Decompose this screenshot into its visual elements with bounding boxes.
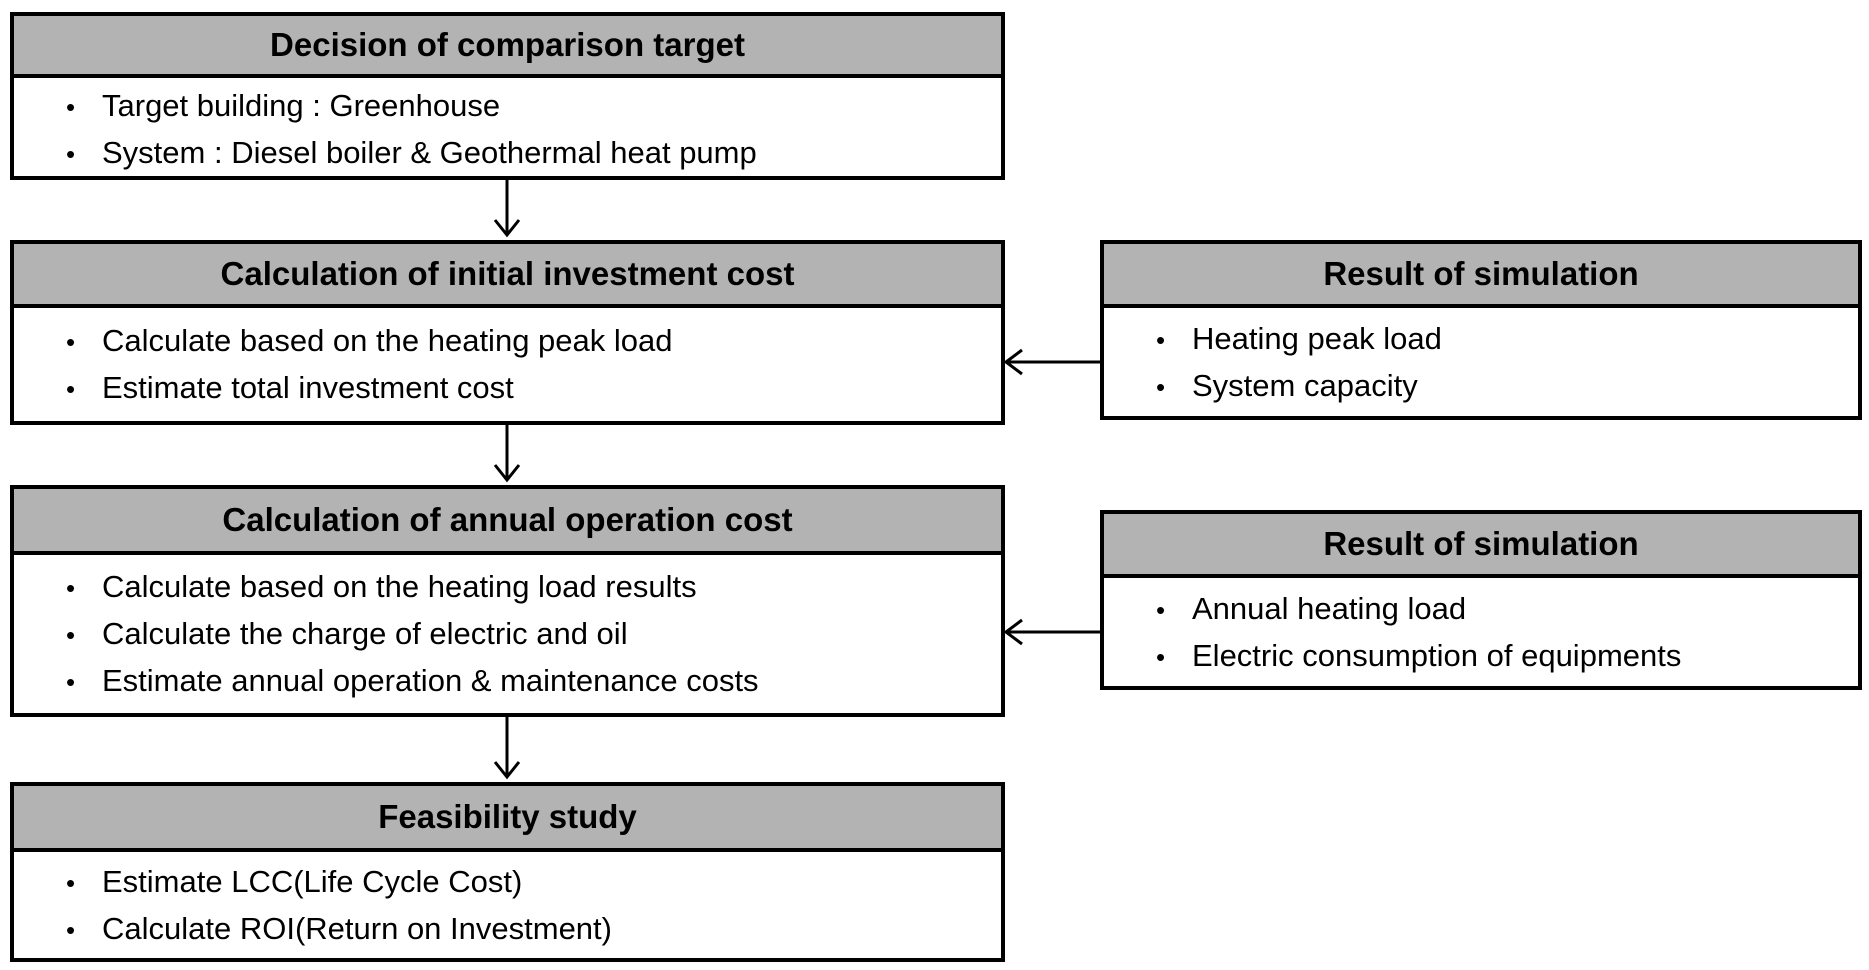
- box-result-2-title: Result of simulation: [1323, 525, 1639, 562]
- list-item: • Calculate based on the heating peak lo…: [66, 321, 981, 361]
- bullet-icon: •: [66, 374, 76, 404]
- box-initial-investment-body: • Calculate based on the heating peak lo…: [14, 308, 1001, 421]
- left-arrow-icon: [1003, 348, 1100, 376]
- list-item: • Estimate total investment cost: [66, 368, 981, 408]
- bullet-text: Target building : Greenhouse: [102, 88, 501, 123]
- bullet-icon: •: [66, 138, 76, 169]
- box-annual-operation-cost: Calculation of annual operation cost • C…: [10, 485, 1005, 717]
- box-feasibility-header: Feasibility study: [14, 786, 1001, 852]
- bullet-icon: •: [1156, 324, 1166, 355]
- box-decision-body: • Target building : Greenhouse • System …: [14, 78, 1001, 180]
- box-annual-operation-body: • Calculate based on the heating load re…: [14, 555, 1001, 713]
- bullet-text: Calculate based on the heating peak load: [102, 323, 673, 359]
- bullet-icon: •: [66, 92, 76, 122]
- bullet-icon: •: [1156, 371, 1166, 402]
- box-feasibility-study: Feasibility study • Estimate LCC(Life Cy…: [10, 782, 1005, 962]
- bullet-text: Heating peak load: [1192, 320, 1442, 356]
- box-result-of-simulation-1: Result of simulation • Heating peak load…: [1100, 240, 1862, 420]
- list-item: • Heating peak load: [1156, 319, 1838, 359]
- list-item: • Target building : Greenhouse: [66, 86, 981, 126]
- box-decision-header: Decision of comparison target: [14, 16, 1001, 78]
- list-item: • Electric consumption of equipments: [1156, 636, 1838, 676]
- bullet-icon: •: [1156, 641, 1166, 672]
- box-decision-of-comparison-target: Decision of comparison target • Target b…: [10, 12, 1005, 180]
- bullet-text: System capacity: [1192, 367, 1418, 403]
- left-arrow-icon: [1003, 618, 1100, 646]
- bullet-text: System : Diesel boiler & Geothermal heat…: [102, 134, 757, 170]
- list-item: • Estimate LCC(Life Cycle Cost): [66, 862, 981, 902]
- box-decision-title: Decision of comparison target: [270, 26, 745, 63]
- list-item: • System : Diesel boiler & Geothermal he…: [66, 133, 981, 173]
- box-feasibility-body: • Estimate LCC(Life Cycle Cost) • Calcul…: [14, 852, 1001, 958]
- box-feasibility-title: Feasibility study: [378, 798, 637, 835]
- list-item: • Annual heating load: [1156, 589, 1838, 629]
- bullet-text: Calculate based on the heating load resu…: [102, 569, 697, 605]
- box-result-of-simulation-2: Result of simulation • Annual heating lo…: [1100, 510, 1862, 690]
- bullet-icon: •: [66, 327, 76, 358]
- list-item: • Estimate annual operation & maintenanc…: [66, 661, 981, 701]
- bullet-icon: •: [66, 914, 76, 945]
- box-annual-operation-header: Calculation of annual operation cost: [14, 489, 1001, 555]
- down-arrow-icon: [493, 717, 521, 780]
- box-initial-investment-title: Calculation of initial investment cost: [220, 255, 795, 292]
- down-arrow-icon: [493, 425, 521, 483]
- box-result-1-body: • Heating peak load • System capacity: [1104, 308, 1858, 416]
- bullet-text: Estimate LCC(Life Cycle Cost): [102, 863, 523, 899]
- box-result-2-header: Result of simulation: [1104, 514, 1858, 578]
- down-arrow-icon: [493, 180, 521, 238]
- bullet-icon: •: [66, 620, 76, 651]
- bullet-text: Electric consumption of equipments: [1192, 637, 1682, 673]
- bullet-text: Calculate the charge of electric and oil: [102, 616, 628, 652]
- bullet-text: Estimate total investment cost: [102, 370, 514, 405]
- bullet-icon: •: [66, 666, 76, 697]
- bullet-text: Estimate annual operation & maintenance …: [102, 662, 759, 698]
- bullet-text: Calculate ROI(Return on Investment): [102, 910, 612, 946]
- box-result-1-title: Result of simulation: [1323, 255, 1639, 292]
- bullet-text: Annual heating load: [1192, 590, 1467, 626]
- bullet-icon: •: [1156, 594, 1166, 625]
- bullet-icon: •: [66, 573, 76, 604]
- list-item: • System capacity: [1156, 366, 1838, 406]
- bullet-icon: •: [66, 867, 76, 898]
- list-item: • Calculate the charge of electric and o…: [66, 614, 981, 654]
- box-result-2-body: • Annual heating load • Electric consump…: [1104, 578, 1858, 686]
- box-initial-investment-header: Calculation of initial investment cost: [14, 244, 1001, 308]
- box-annual-operation-title: Calculation of annual operation cost: [222, 501, 793, 538]
- box-result-1-header: Result of simulation: [1104, 244, 1858, 308]
- list-item: • Calculate based on the heating load re…: [66, 567, 981, 607]
- list-item: • Calculate ROI(Return on Investment): [66, 909, 981, 949]
- box-initial-investment-cost: Calculation of initial investment cost •…: [10, 240, 1005, 425]
